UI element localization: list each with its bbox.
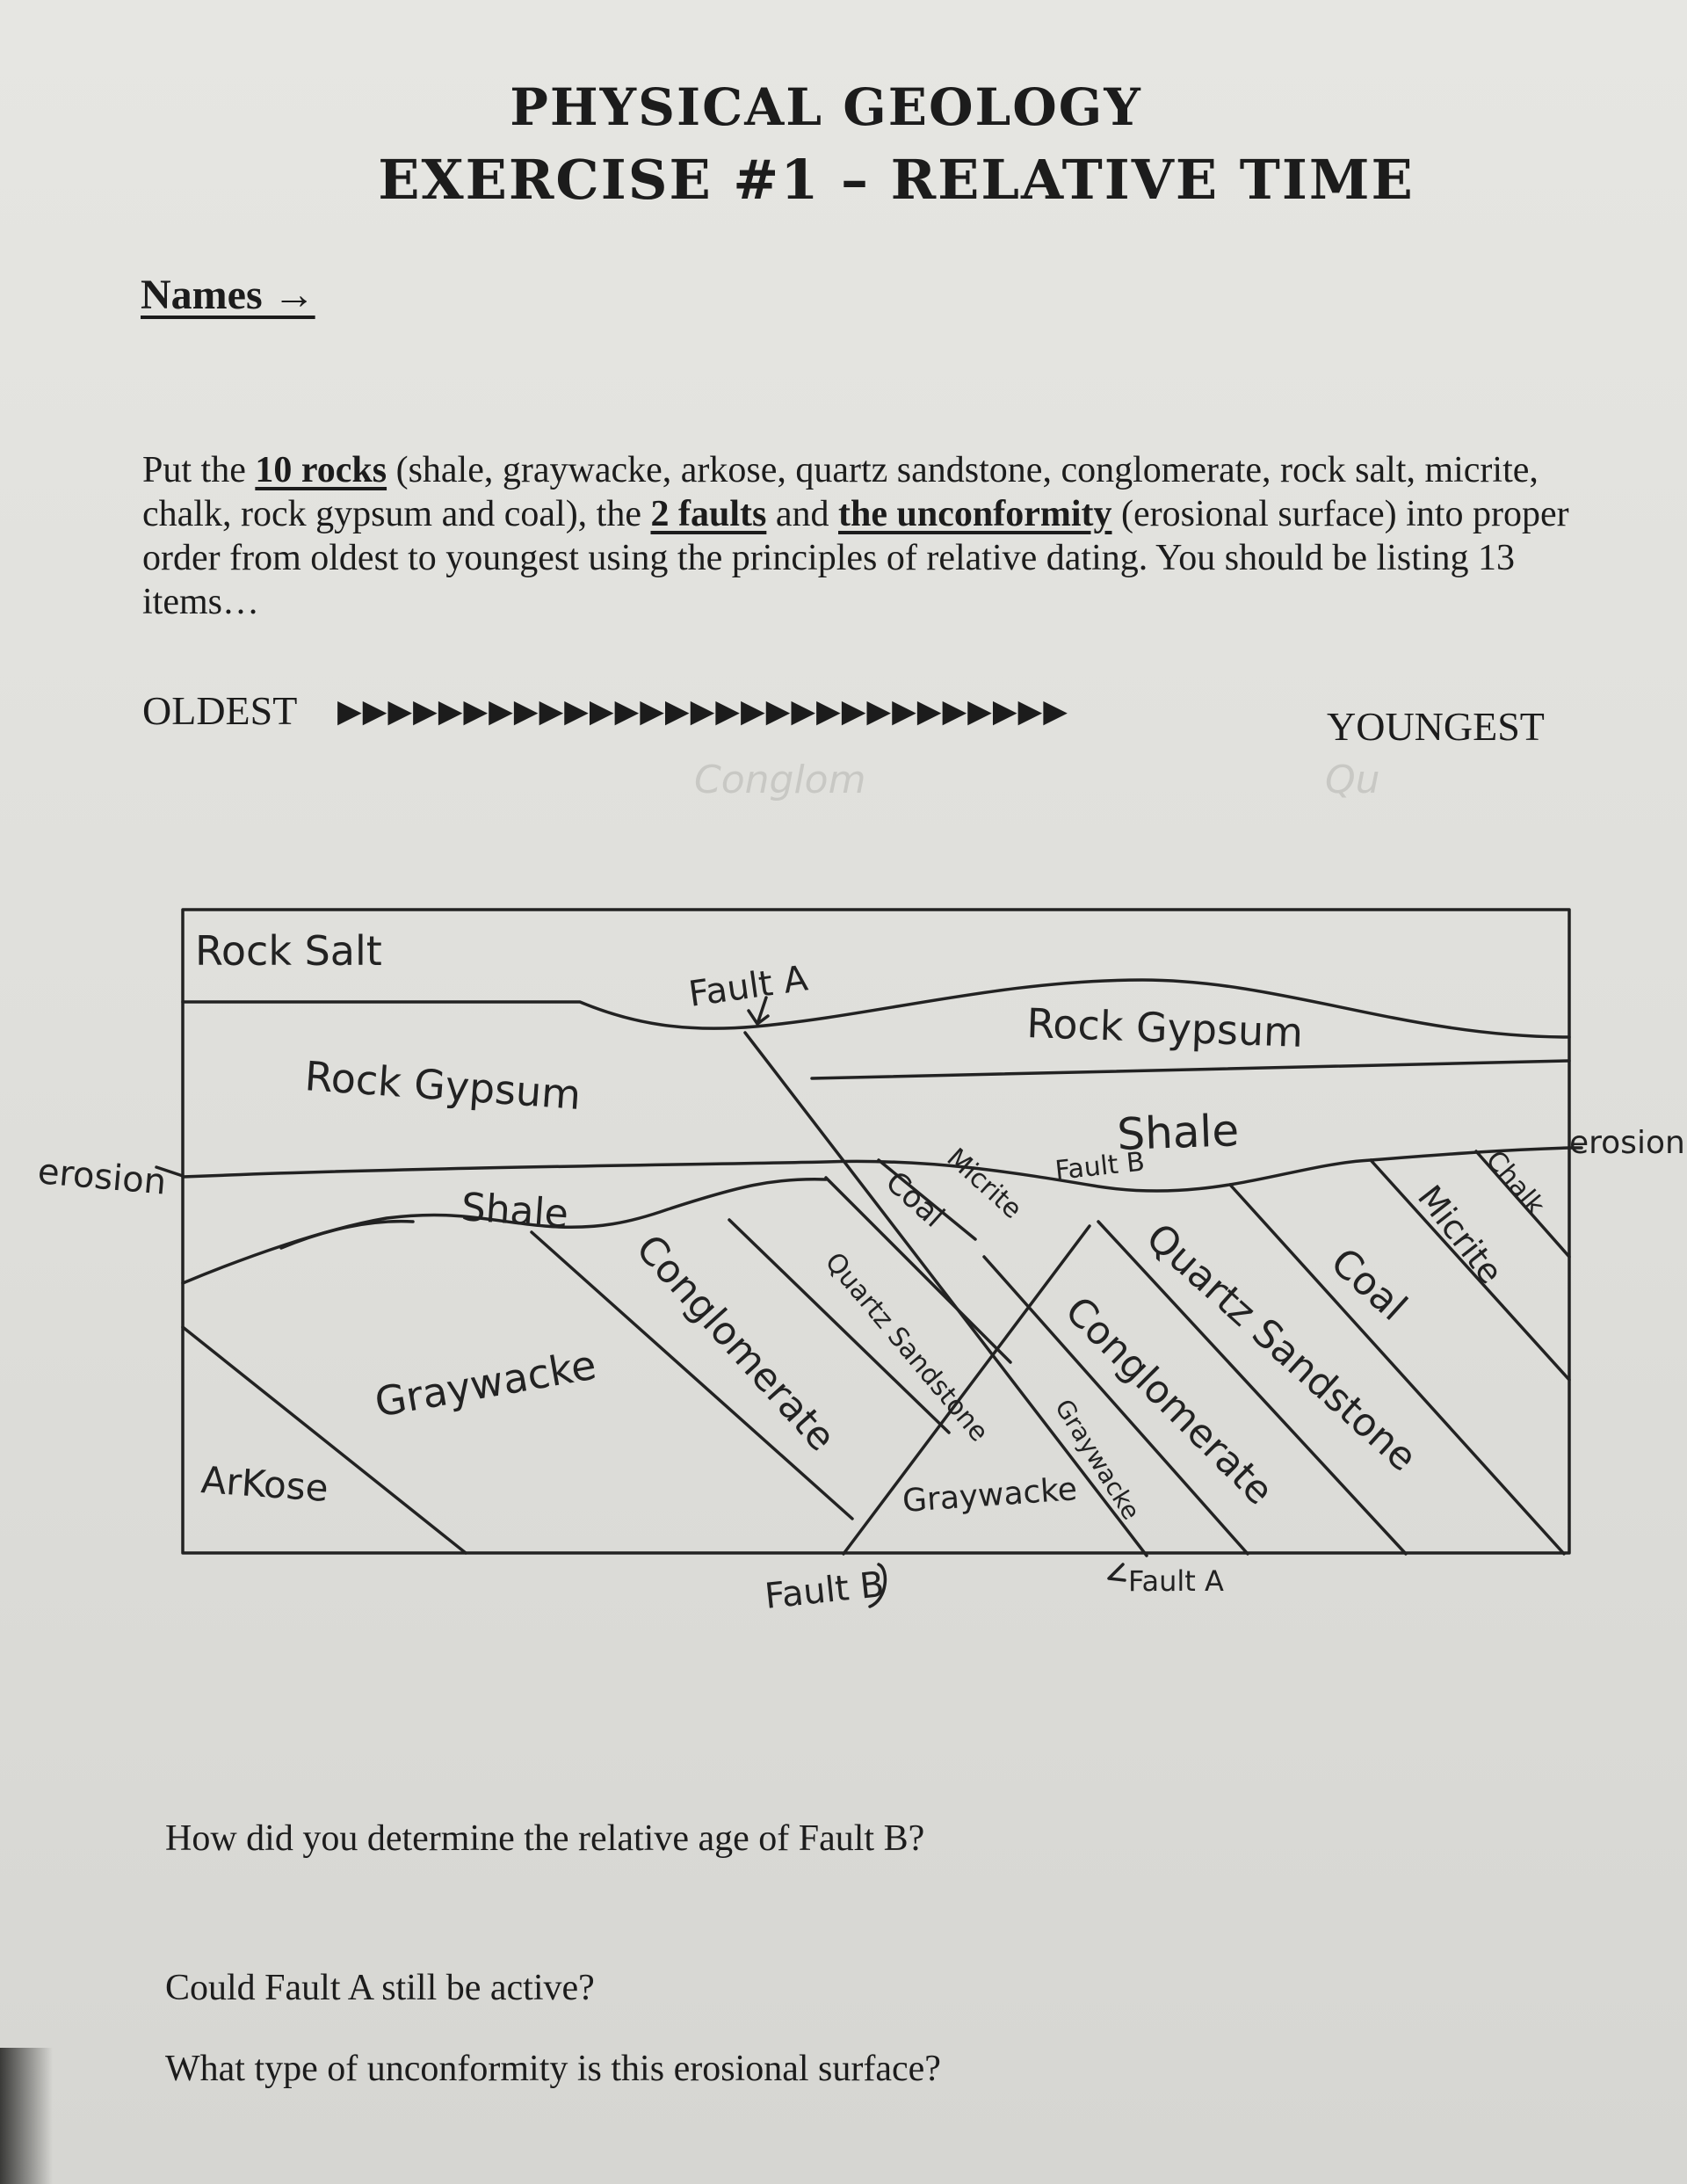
question-3: What type of unconformity is this erosio…: [165, 2049, 941, 2089]
label-fault-a-top: Fault A: [686, 958, 811, 1015]
instructions-rocks-count: 10 rocks: [255, 450, 387, 490]
label-fault-b-bottom: Fault B: [763, 1564, 886, 1617]
fault-a-line: [743, 1031, 1148, 1557]
sandstone-coal-contact: [824, 1176, 1012, 1364]
label-fault-a-bottom: Fault A: [1128, 1564, 1224, 1598]
conglomerate-sandstone-contact: [728, 1218, 951, 1434]
label-rock-gypsum-left: Rock Gypsum: [303, 1052, 583, 1119]
question-2: Could Fault A still be active?: [165, 1968, 595, 2008]
coal-micrite-right: [1369, 1158, 1571, 1382]
label-chalk: Chalk: [1480, 1145, 1551, 1222]
label-quartz-sandstone-mid: Quartz Sandstone: [819, 1247, 995, 1448]
label-shale-left: Shale: [460, 1185, 569, 1237]
fault-b-arrow-bottom: [868, 1563, 887, 1608]
instructions-text: (shale, graywacke, arkose, quartz sandst…: [142, 450, 1539, 534]
gypsum-shale-contact-right: [810, 1059, 1571, 1080]
label-arkose: ArKose: [199, 1458, 329, 1510]
instructions-text: (erosional surface) into proper order fr…: [142, 494, 1569, 622]
instructions-unconformity: the unconformity: [838, 494, 1112, 534]
instructions-text: and: [766, 494, 838, 534]
instructions-text: Put the: [142, 450, 256, 490]
label-shale-right: Shale: [1116, 1105, 1240, 1160]
erosion-pointer-left: [155, 1165, 185, 1178]
faint-answer-text: Conglom: [694, 758, 866, 802]
fault-b-line: [842, 1224, 1091, 1556]
faint-answer-text: Qu: [1325, 758, 1380, 802]
oldest-youngest-row: OLDEST ▶▶▶▶▶▶▶▶▶▶▶▶▶▶▶▶▶▶▶▶▶▶▶▶▶▶▶▶▶ YOU…: [142, 687, 1548, 749]
micrite-chalk-right: [1474, 1150, 1571, 1259]
title-line-1: PHYSICAL GEOLOGY: [510, 77, 1142, 137]
diagram-frame: [181, 908, 1571, 1555]
instructions-paragraph: Put the 10 rocks (shale, graywacke, arko…: [142, 448, 1583, 624]
label-graywacke-left: Graywacke: [372, 1340, 600, 1426]
label-erosion-left: erosion: [36, 1151, 168, 1203]
label-fault-b-top: Fault B: [1053, 1146, 1146, 1186]
arrow-sequence-icon: ▶▶▶▶▶▶▶▶▶▶▶▶▶▶▶▶▶▶▶▶▶▶▶▶▶▶▶▶▶: [337, 693, 1068, 729]
label-conglomerate-mid: Conglomerate: [627, 1226, 844, 1460]
label-micrite-right: Micrite: [1410, 1178, 1510, 1291]
fault-a-arrow-bottom: [1107, 1563, 1126, 1582]
label-coal-right: Coal: [1322, 1239, 1415, 1330]
label-micrite-mid: Micrite: [941, 1143, 1028, 1225]
graywacke-conglomerate-right: [982, 1255, 1249, 1556]
conglomerate-sandstone-right: [1097, 1220, 1408, 1556]
arkose-graywacke-contact: [181, 1325, 467, 1555]
graywacke-conglomerate-contact: [530, 1230, 854, 1520]
label-coal-mid: Coal: [879, 1165, 951, 1235]
erosion-surface: [181, 1146, 1571, 1193]
shale-inner-line: [279, 1219, 415, 1250]
youngest-label: YOUNGEST: [1327, 704, 1545, 749]
label-erosion-right: erosion: [1569, 1125, 1685, 1161]
salt-gypsum-contact: [181, 978, 1571, 1039]
page-shadow: [0, 2048, 53, 2184]
oldest-label: OLDEST: [142, 688, 298, 733]
label-rock-gypsum-right: Rock Gypsum: [1026, 999, 1304, 1056]
cross-section-diagram: Rock Salt Rock Gypsum Rock Gypsum Fault …: [36, 908, 1685, 1617]
title-line-2: EXERCISE #1 – RELATIVE TIME: [378, 148, 1415, 212]
question-1: How did you determine the relative age o…: [165, 1818, 925, 1859]
label-rock-salt: Rock Salt: [195, 927, 382, 975]
label-graywacke-bottom: Graywacke: [901, 1471, 1078, 1520]
names-label: Names →: [141, 272, 315, 318]
fault-a-arrow-top: [747, 996, 770, 1026]
coal-micrite-contact: [877, 1158, 977, 1241]
instructions-faults-count: 2 faults: [650, 494, 767, 534]
sandstone-coal-right: [1228, 1183, 1566, 1556]
